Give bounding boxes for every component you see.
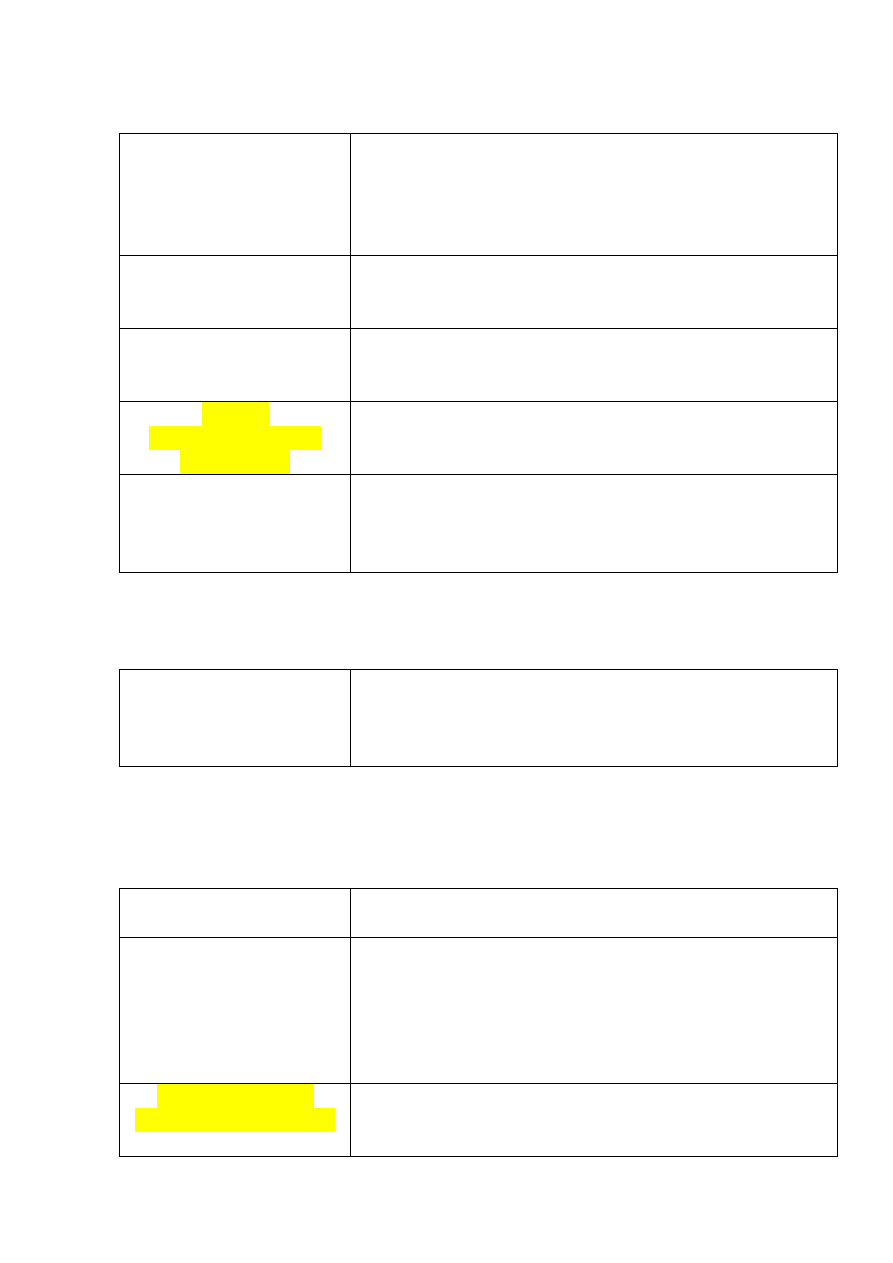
row-value-cell bbox=[350, 1083, 838, 1157]
table-row bbox=[119, 401, 838, 475]
row-value-cell bbox=[350, 328, 838, 402]
row-label-cell bbox=[119, 937, 351, 1084]
table-row bbox=[119, 474, 838, 573]
table-row bbox=[119, 133, 838, 256]
highlight-mark bbox=[157, 1084, 314, 1108]
row-label-cell bbox=[119, 888, 351, 938]
table-row bbox=[119, 937, 838, 1084]
row-label-cell bbox=[119, 669, 351, 767]
row-label-cell bbox=[119, 474, 351, 573]
form-table-2 bbox=[119, 669, 838, 767]
table-row bbox=[119, 255, 838, 329]
table-row bbox=[119, 888, 838, 938]
highlight-mark bbox=[135, 1108, 335, 1132]
row-label-cell bbox=[119, 328, 351, 402]
row-label-cell bbox=[119, 133, 351, 256]
row-value-cell bbox=[350, 474, 838, 573]
row-label-cell bbox=[119, 1083, 351, 1157]
row-label-cell bbox=[119, 255, 351, 329]
table-row bbox=[119, 1083, 838, 1157]
form-table-3 bbox=[119, 888, 838, 1157]
row-value-cell bbox=[350, 669, 838, 767]
row-label-cell bbox=[119, 401, 351, 475]
table-row bbox=[119, 328, 838, 402]
row-value-cell bbox=[350, 401, 838, 475]
row-value-cell bbox=[350, 133, 838, 256]
highlight-mark bbox=[202, 402, 269, 426]
table-row bbox=[119, 669, 838, 767]
form-table-1 bbox=[119, 133, 838, 573]
row-value-cell bbox=[350, 888, 838, 938]
row-value-cell bbox=[350, 937, 838, 1084]
highlight-mark bbox=[149, 426, 321, 450]
highlight-mark bbox=[180, 450, 290, 474]
row-value-cell bbox=[350, 255, 838, 329]
